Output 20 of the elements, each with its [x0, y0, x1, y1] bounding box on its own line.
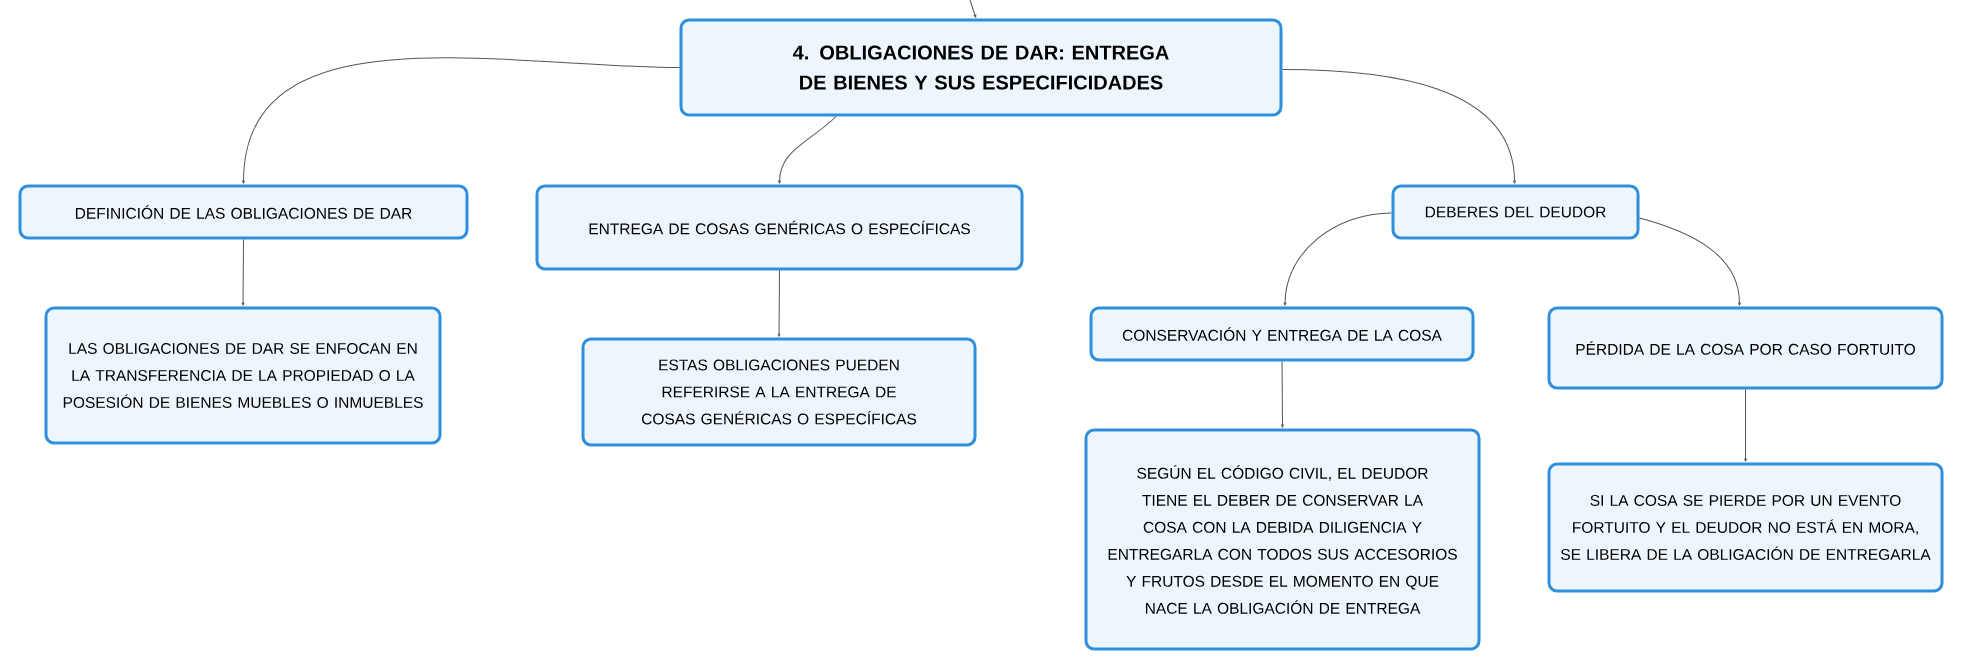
subtopic-box: PÉRDIDA DE LA COSA POR CASO FORTUITO — [1547, 306, 1944, 390]
connector-arrow — [777, 270, 781, 337]
connector-arrow — [1283, 212, 1392, 306]
detail-box: LAS OBLIGACIONES DE DAR SE ENFOCAN EN LA TRANSFERENCIA DE LA PROPIEDAD O LA POSESIÓN DE BIENES MUEBLES O INMUEBLES — [44, 306, 442, 445]
subtopic-box: ENTREGA DE COSAS GENÉRICAS O ESPECÍFICAS — [535, 184, 1024, 271]
connector-arrow — [242, 57, 680, 184]
topic-box: 4. OBLIGACIONES DE DAR: ENTREGA DE BIENES Y SUS ESPECIFICIDADES — [679, 18, 1283, 117]
connector-arrow — [778, 116, 837, 184]
connector-arrow — [1744, 389, 1747, 462]
detail-box: ESTAS OBLIGACIONES PUEDEN REFERIRSE A LA ENTREGA DE COSAS GENÉRICAS O ESPECÍFICAS — [581, 337, 977, 447]
connector-arrow — [241, 239, 245, 306]
connector-arrow — [1282, 69, 1516, 184]
detail-box: SEGÚN EL CÓDIGO CIVIL, EL DEUDOR TIENE EL DEBER DE CONSERVAR LA COSA CON LA DEBIDA DILIGENCIA Y ENTREGARLA CON TODOS SUS ACCESORIOS Y FRUTOS DESDE EL MOMENTO EN QUE NACE LA OBLIGACIÓN DE ENTREGA — [1084, 428, 1481, 651]
connector-arrow — [1281, 361, 1284, 428]
connector-arrow — [1639, 217, 1741, 306]
subtopic-box: DEBERES DEL DEUDOR — [1391, 184, 1640, 240]
connector-arrow — [969, 0, 977, 18]
subtopic-box: CONSERVACIÓN Y ENTREGA DE LA COSA — [1089, 306, 1475, 362]
detail-box: SI LA COSA SE PIERDE POR UN EVENTO FORTUITO Y EL DEUDOR NO ESTÁ EN MORA, SE LIBERA DE LA OBLIGACIÓN DE ENTREGARLA — [1547, 462, 1944, 593]
subtopic-box: DEFINICIÓN DE LAS OBLIGACIONES DE DAR — [18, 184, 469, 240]
